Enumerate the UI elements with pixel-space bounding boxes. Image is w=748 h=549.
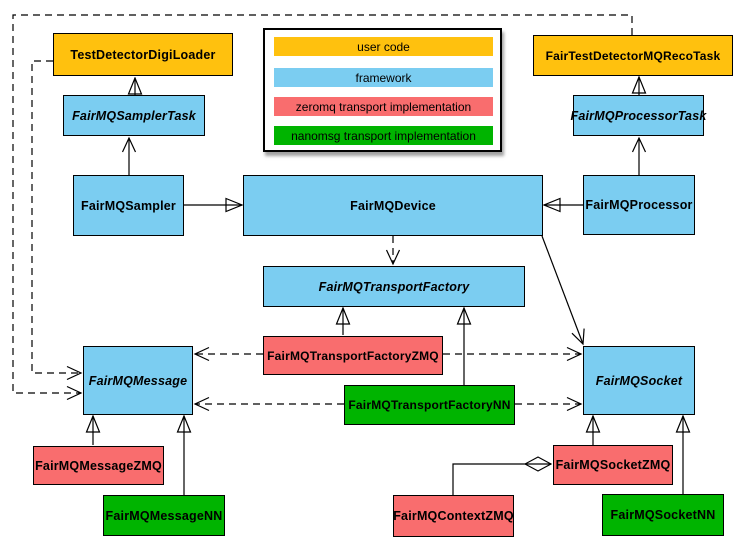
class-label: FairMQMessageZMQ xyxy=(35,458,162,473)
class-box-fairmq-message-nn: FairMQMessageNN xyxy=(103,495,225,536)
class-box-fairmq-socket-nn: FairMQSocketNN xyxy=(602,494,724,536)
legend-label: framework xyxy=(355,70,412,85)
class-label: FairMQProcessorTask xyxy=(570,108,707,123)
class-box-fairmq-sampler: FairMQSampler xyxy=(73,175,184,236)
class-label: FairMQSocket xyxy=(595,373,683,388)
legend-item-nanomsg: nanomsg transport implementation xyxy=(274,126,493,145)
class-label: FairMQContextZMQ xyxy=(393,509,514,523)
class-box-fairmq-sampler-task: FairMQSamplerTask xyxy=(63,95,205,136)
class-label: FairMQProcessor xyxy=(585,198,693,212)
legend-item-framework: framework xyxy=(274,68,493,87)
legend: user code framework zeromq transport imp… xyxy=(263,28,502,152)
legend-label: zeromq transport implementation xyxy=(295,99,472,114)
class-box-fairmq-message: FairMQMessage xyxy=(83,346,193,415)
class-label: FairMQTransportFactory xyxy=(318,279,470,294)
class-box-fairmq-processor-task: FairMQProcessorTask xyxy=(570,95,707,136)
legend-item-user-code: user code xyxy=(274,37,493,56)
class-label: FairTestDetectorMQRecoTask xyxy=(545,48,721,63)
legend-label: user code xyxy=(357,39,410,54)
class-box-fairmq-transport-factory-nn: FairMQTransportFactoryNN xyxy=(344,385,515,425)
class-box-fairmq-message-zmq: FairMQMessageZMQ xyxy=(33,446,164,485)
class-box-fairmq-device: FairMQDevice xyxy=(243,175,543,236)
class-box-test-detector-digi-loader: TestDetectorDigiLoader xyxy=(53,33,233,76)
class-label: FairMQDevice xyxy=(350,198,436,213)
class-box-fairmq-transport-factory-zmq: FairMQTransportFactoryZMQ xyxy=(263,336,443,375)
class-label: TestDetectorDigiLoader xyxy=(70,47,216,62)
legend-item-zeromq: zeromq transport implementation xyxy=(274,97,493,116)
class-label: FairMQSampler xyxy=(81,198,176,213)
class-label: FairMQTransportFactoryZMQ xyxy=(267,348,439,363)
class-label: FairMQSocketZMQ xyxy=(555,458,671,472)
class-label: FairMQMessage xyxy=(88,373,188,388)
edge-device-uses-socket xyxy=(541,235,585,346)
class-label: FairMQSocketNN xyxy=(610,508,716,522)
class-box-fairmq-processor: FairMQProcessor xyxy=(583,175,695,235)
class-label: FairMQTransportFactoryNN xyxy=(348,398,511,412)
class-label: FairMQMessageNN xyxy=(105,508,223,523)
class-box-fairmq-context-zmq: FairMQContextZMQ xyxy=(393,495,514,537)
class-box-fairmq-socket-zmq: FairMQSocketZMQ xyxy=(553,445,673,485)
class-label: FairMQSamplerTask xyxy=(72,108,196,123)
legend-label: nanomsg transport implementation xyxy=(291,128,476,143)
edge-contextzmq-composed-in-socketzmq xyxy=(452,464,551,495)
class-box-fair-test-detector-mq-reco-task: FairTestDetectorMQRecoTask xyxy=(533,35,733,76)
class-box-fairmq-transport-factory: FairMQTransportFactory xyxy=(263,266,525,307)
class-box-fairmq-socket: FairMQSocket xyxy=(583,346,695,415)
